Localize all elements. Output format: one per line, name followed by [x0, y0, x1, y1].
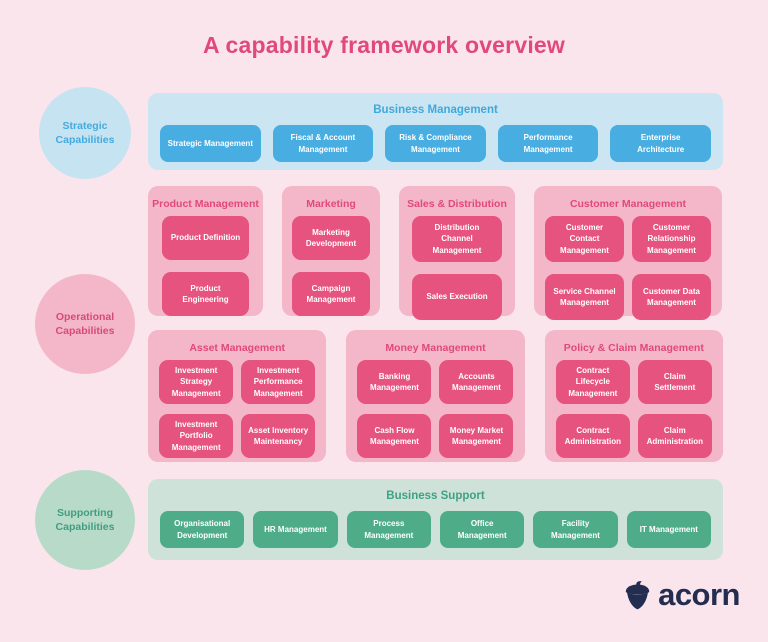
capability-box: Sales Execution [412, 274, 502, 320]
capability-box: Organisational Development [160, 511, 245, 548]
group-money-management: Money Management Banking Management Acco… [346, 330, 525, 462]
capability-box: Contract Lifecycle Management [555, 360, 630, 404]
capability-box-grid: Product Definition Product Engineering [148, 210, 263, 326]
capability-box: Claim Settlement [637, 360, 712, 404]
operational-row-1: Product Management Product Definition Pr… [148, 186, 723, 320]
capability-box: Asset Inventory Maintenancy [241, 414, 316, 458]
page-title: A capability framework overview [203, 32, 565, 58]
capability-box: Office Management [440, 511, 525, 548]
capability-box: Banking Management [357, 360, 432, 404]
bubble-label: Supporting Capabilities [55, 506, 115, 533]
bubble-strategic-capabilities: Strategic Capabilities [39, 87, 131, 179]
capability-box: Investment Performance Management [241, 360, 316, 404]
group-customer-management: Customer Management Customer Contact Man… [534, 186, 722, 320]
capability-box: Performance Management [497, 125, 599, 162]
operational-row-2: Asset Management Investment Strategy Man… [148, 330, 723, 462]
capability-box: Investment Strategy Management [159, 360, 234, 404]
capability-box: Campaign Management [292, 272, 370, 316]
capability-box: Service Channel Management [545, 274, 624, 320]
acorn-logo: acorn [624, 577, 740, 613]
capability-box: Distribution Channel Management [412, 216, 502, 262]
section-business-management: Business Management Strategic Management… [148, 93, 723, 170]
capability-box-grid: Customer Contact Management Customer Rel… [534, 210, 722, 330]
bubble-label: Strategic Capabilities [55, 119, 115, 146]
section-title: Business Management [373, 104, 498, 116]
capability-box-row: Strategic Management Fiscal & Account Ma… [148, 125, 723, 162]
capability-box-grid: Investment Strategy Management Investmen… [148, 354, 326, 468]
group-title: Product Management [152, 198, 259, 210]
capability-box: Risk & Compliance Management [385, 125, 486, 162]
capability-box: Customer Data Management [632, 274, 711, 320]
capability-box: IT Management [626, 511, 711, 548]
capability-box: Claim Administration [637, 414, 712, 458]
capability-box: Strategic Management [160, 125, 261, 162]
capability-box: Process Management [346, 511, 431, 548]
section-title: Business Support [386, 490, 485, 502]
bubble-supporting-capabilities: Supporting Capabilities [35, 470, 135, 570]
capability-box: Contract Administration [555, 414, 630, 458]
capability-box: Money Market Management [439, 414, 514, 458]
group-sales-distribution: Sales & Distribution Distribution Channe… [399, 186, 515, 320]
capability-box: Accounts Management [439, 360, 514, 404]
capability-box: Investment Portfolio Management [159, 414, 234, 458]
group-title: Asset Management [189, 342, 286, 354]
section-business-support: Business Support Organisational Developm… [148, 479, 723, 560]
capability-box: Fiscal & Account Management [272, 125, 374, 162]
group-title: Customer Management [569, 198, 687, 210]
capability-box: Customer Contact Management [545, 216, 624, 262]
capability-box: Cash Flow Management [357, 414, 432, 458]
group-title: Marketing [306, 198, 356, 210]
capability-box: Facility Management [533, 511, 618, 548]
capability-box-grid: Marketing Development Campaign Managemen… [282, 210, 380, 326]
bubble-operational-capabilities: Operational Capabilities [35, 274, 135, 374]
acorn-wordmark: acorn [658, 577, 740, 612]
group-title: Money Management [385, 342, 486, 354]
capability-box-grid: Distribution Channel Management Sales Ex… [399, 210, 515, 330]
capability-box-grid: Contract Lifecycle Management Claim Sett… [545, 354, 723, 468]
group-marketing: Marketing Marketing Development Campaign… [282, 186, 380, 316]
capability-box: Enterprise Architecture [610, 125, 711, 162]
group-product-management: Product Management Product Definition Pr… [148, 186, 263, 316]
bubble-label: Operational Capabilities [55, 310, 115, 337]
acorn-icon [625, 580, 650, 609]
group-policy-claim-management: Policy & Claim Management Contract Lifec… [544, 330, 723, 462]
group-title: Policy & Claim Management [563, 342, 704, 354]
group-asset-management: Asset Management Investment Strategy Man… [148, 330, 327, 462]
capability-box-grid: Banking Management Accounts Management C… [346, 354, 524, 468]
capability-box: HR Management [253, 511, 338, 548]
capability-box: Product Definition [162, 216, 249, 260]
capability-box-row: Organisational Development HR Management… [148, 511, 723, 548]
group-title: Sales & Distribution [407, 198, 507, 210]
capability-box: Customer Relationship Management [632, 216, 711, 262]
capability-box: Product Engineering [162, 272, 249, 316]
capability-box: Marketing Development [292, 216, 370, 260]
